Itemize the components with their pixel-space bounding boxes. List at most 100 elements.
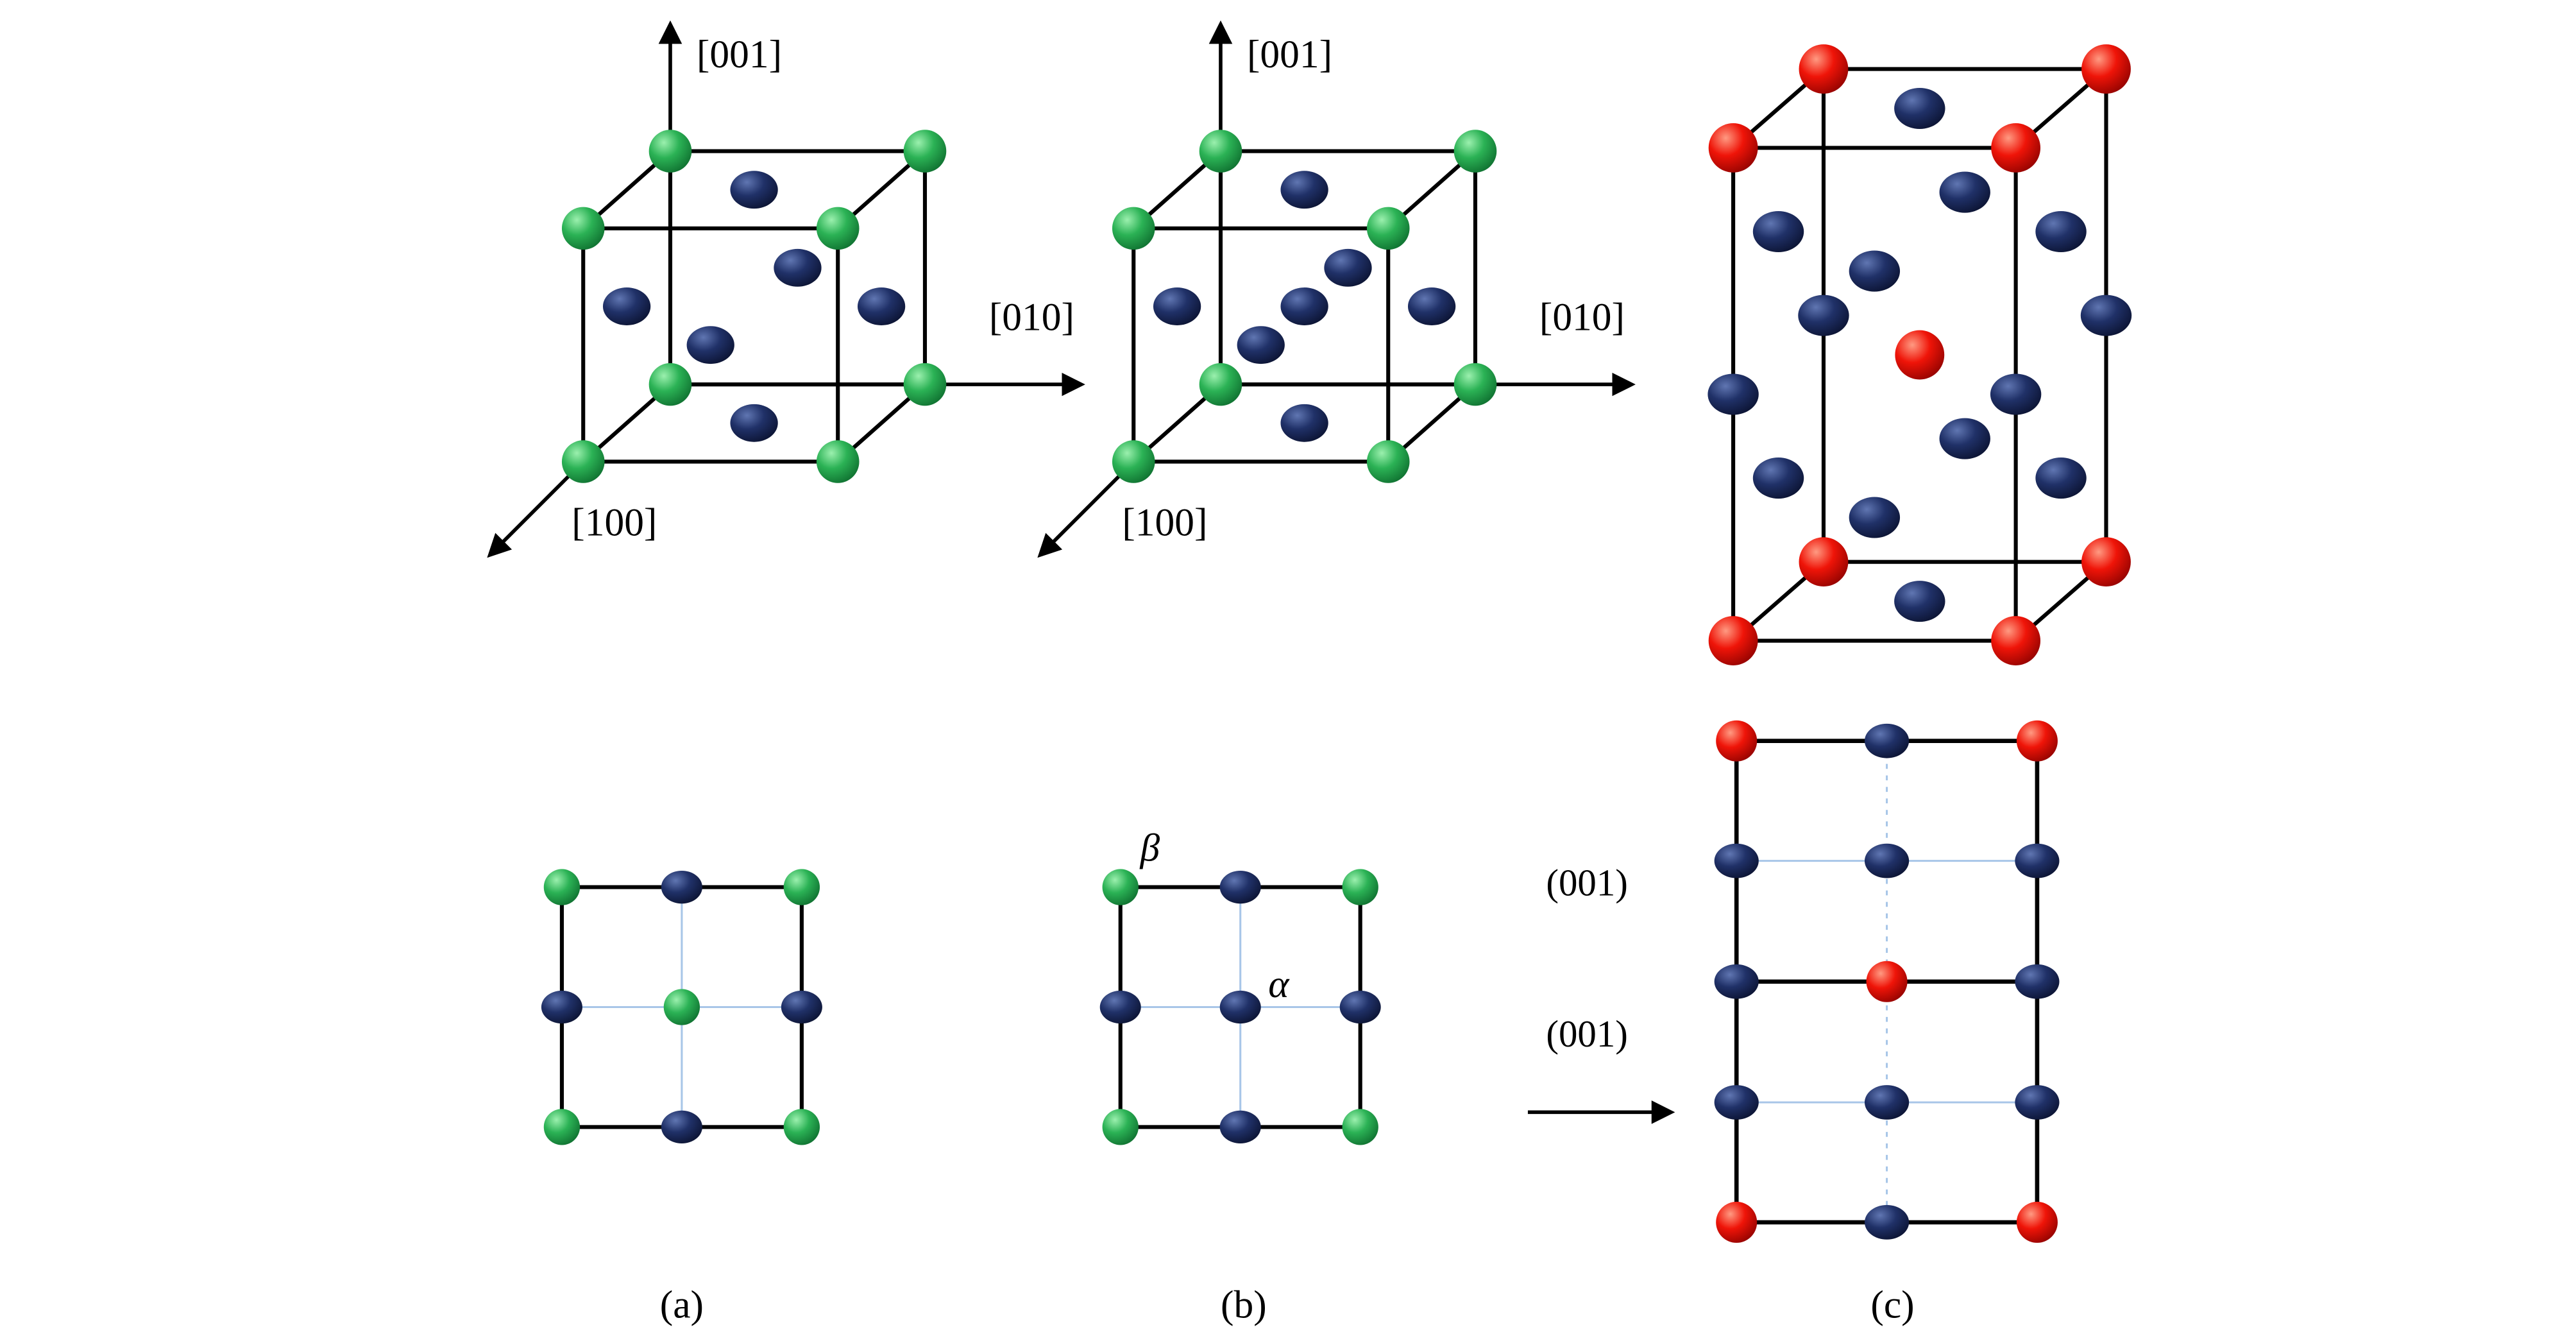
atom-navy	[2015, 1085, 2060, 1120]
atom-navy	[602, 287, 651, 325]
atom-red	[1708, 123, 1758, 173]
atom-green	[561, 207, 605, 250]
atom-navy	[1849, 497, 1901, 538]
atom-green	[543, 869, 580, 905]
atom-navy	[1752, 211, 1804, 253]
atom-green	[1342, 1109, 1378, 1145]
atom-green	[903, 130, 947, 173]
axis-label-100: [100]	[1122, 501, 1207, 545]
atom-navy	[1894, 87, 1945, 129]
atom-navy	[1707, 373, 1759, 415]
atom-green	[1453, 130, 1497, 173]
atom-red	[1716, 1201, 1758, 1243]
atom-navy	[1894, 581, 1945, 622]
atom-navy	[1990, 373, 2042, 415]
atom-navy	[1324, 248, 1372, 287]
atom-red	[1708, 616, 1758, 665]
atom-green	[1366, 207, 1410, 250]
panel-caption: (c)	[1870, 1283, 1914, 1326]
atom-navy	[1219, 870, 1261, 904]
panel-caption: (b)	[1221, 1283, 1267, 1326]
atom-navy	[1280, 171, 1328, 209]
atom-navy	[1219, 1110, 1261, 1143]
atom-green	[1366, 440, 1410, 483]
axis-arrow	[1037, 460, 1135, 558]
atom-navy	[1407, 287, 1456, 325]
atom-navy	[2015, 843, 2060, 878]
atom-red	[1716, 720, 1758, 762]
atom-green	[1112, 207, 1155, 250]
site-label-beta: β	[1139, 826, 1160, 870]
atom-navy	[1280, 287, 1328, 325]
atom-red	[1799, 537, 1849, 587]
atom-red	[2081, 44, 2131, 94]
atom-navy	[1237, 326, 1285, 364]
atom-navy	[1280, 404, 1328, 442]
atom-green	[1453, 363, 1497, 406]
atom-green	[561, 440, 605, 483]
atom-green	[648, 130, 692, 173]
atom-navy	[2035, 457, 2087, 499]
axis-label-001: [001]	[697, 33, 782, 76]
atom-navy	[1849, 250, 1901, 292]
atom-red	[1991, 616, 2041, 665]
atom-navy	[1714, 1085, 1759, 1120]
atom-navy	[730, 171, 778, 209]
atom-navy	[857, 287, 906, 325]
axis-label-001: [001]	[1247, 33, 1332, 76]
atom-green	[543, 1109, 580, 1145]
atom-green	[1112, 440, 1155, 483]
atom-green	[903, 363, 947, 406]
atom-navy	[1752, 457, 1804, 499]
atom-navy	[1939, 171, 1990, 213]
atom-navy	[1714, 843, 1759, 878]
atom-navy	[1714, 964, 1759, 999]
atom-green	[1199, 363, 1242, 406]
atom-green	[783, 1109, 820, 1145]
atom-navy	[541, 990, 582, 1024]
atom-navy	[1864, 1085, 1910, 1120]
atom-navy	[1339, 990, 1381, 1024]
atom-navy	[1798, 295, 1849, 336]
atom-navy	[661, 1110, 702, 1143]
atom-green	[1199, 130, 1242, 173]
plane-b-2d: βα	[1099, 826, 1381, 1145]
atom-navy	[1864, 1205, 1910, 1240]
atom-navy	[2015, 964, 2060, 999]
plane-c-2d: (001)(001)	[1527, 720, 2060, 1243]
atom-navy	[2035, 211, 2087, 253]
atom-green	[783, 869, 820, 905]
plane-label-001-upper: (001)	[1546, 862, 1628, 903]
axis-label-010: [010]	[1539, 296, 1625, 339]
atom-navy	[661, 870, 702, 904]
atom-navy	[1939, 418, 1990, 459]
atom-red	[1799, 44, 1849, 94]
atom-navy	[1219, 990, 1261, 1024]
atom-navy	[2080, 295, 2132, 336]
atom-green	[648, 363, 692, 406]
atom-navy	[781, 990, 822, 1024]
cell-a-3d: [001] [010] [100]	[487, 20, 1085, 558]
atom-navy	[730, 404, 778, 442]
cell-c-3d	[1707, 44, 2132, 665]
atom-red	[1866, 961, 1908, 1002]
atom-green	[816, 207, 860, 250]
axis-arrow	[487, 460, 585, 558]
axis-label-010: [010]	[989, 296, 1074, 339]
atom-red	[1895, 330, 1945, 380]
panel-caption: (a)	[660, 1283, 704, 1326]
atom-navy	[774, 248, 822, 287]
cell-b-3d: [001] [010] [100]	[1037, 20, 1636, 558]
atom-navy	[1153, 287, 1201, 325]
plane-a-2d	[541, 869, 822, 1145]
atom-navy	[1099, 990, 1141, 1024]
axis-label-100: [100]	[572, 501, 657, 545]
atom-red	[2016, 720, 2058, 762]
atom-red	[2081, 537, 2131, 587]
atom-green	[1102, 869, 1139, 905]
atom-green	[816, 440, 860, 483]
atom-red	[1991, 123, 2041, 173]
atom-green	[1102, 1109, 1139, 1145]
